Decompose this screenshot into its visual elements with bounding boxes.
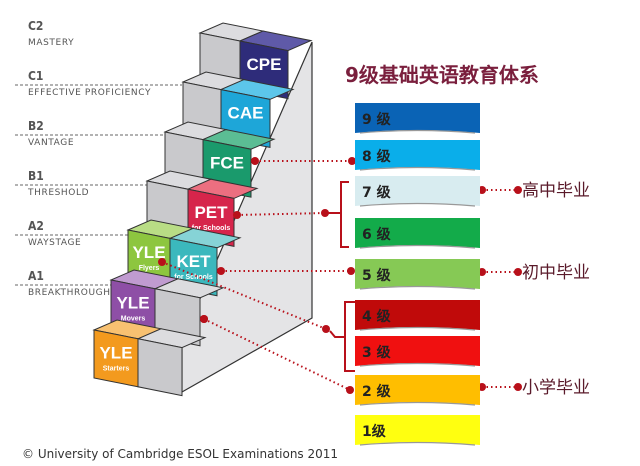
grade-bar-shadow	[359, 285, 476, 290]
step-face	[137, 338, 183, 397]
copyright-text: © University of Cambridge ESOL Examinati…	[22, 447, 338, 461]
grade-bar	[355, 336, 480, 366]
cefr-name: EFFECTIVE PROFICIENCY	[28, 88, 151, 98]
dotted-connector	[236, 212, 326, 216]
milestone-label: 初中毕业	[522, 263, 590, 283]
cefr-name: THRESHOLD	[27, 188, 89, 198]
connector-dot	[348, 157, 356, 165]
connector-dot	[514, 268, 522, 276]
dotted-connector	[203, 318, 351, 391]
exam-label: PET	[194, 203, 228, 222]
grade-bar	[355, 218, 480, 248]
grade-bars: 9 级 8 级 7 级 6 级 5 级 4 级 3 级 2 级 1级	[355, 103, 480, 446]
connector-dot	[251, 157, 259, 165]
grade-bar-shadow	[359, 401, 476, 406]
cefr-code: A1	[28, 269, 44, 283]
connector-dot	[514, 383, 522, 391]
grade-bar	[355, 375, 480, 405]
exam-sublabel: for Schools	[174, 274, 213, 281]
grade-bar-shadow	[359, 441, 476, 446]
grade-bar-shadow	[359, 244, 476, 249]
grade-bar	[355, 140, 480, 170]
grade-bar-shadow	[359, 166, 476, 171]
milestone-label: 小学毕业	[522, 378, 590, 398]
grade-bar-shadow	[359, 326, 476, 331]
connector-dot	[346, 386, 354, 394]
connector-lines	[158, 157, 522, 394]
cefr-name: BREAKTHROUGH	[28, 288, 111, 298]
grade-bar	[355, 300, 480, 330]
exam-sublabel: Movers	[121, 315, 146, 322]
connector-dot	[321, 209, 329, 217]
cefr-name: VANTAGE	[28, 138, 74, 148]
bracket-6-7	[328, 181, 349, 248]
grade-bar-label: 1级	[362, 423, 387, 440]
exam-label: CPE	[247, 55, 282, 74]
grade-bar-shadow	[359, 129, 476, 134]
grade-bar-label: 8 级	[362, 148, 392, 165]
grade-bar-shadow	[359, 202, 476, 207]
grade-bar	[355, 103, 480, 133]
grade-bar-label: 6 级	[362, 226, 392, 243]
connector-dot	[514, 186, 522, 194]
connector-dot	[233, 211, 241, 219]
exam-label: FCE	[210, 153, 244, 172]
exam-label: YLE	[116, 293, 149, 312]
grade-bar-label: 3 级	[362, 344, 392, 361]
cefr-code: B1	[28, 169, 44, 183]
grade-bar-label: 7 级	[362, 184, 392, 201]
milestone-label: 高中毕业	[522, 181, 590, 201]
cefr-name: WAYSTAGE	[28, 238, 81, 248]
cefr-code: A2	[28, 219, 44, 233]
grade-bar-label: 4 级	[362, 308, 392, 325]
connector-dot	[200, 315, 208, 323]
bracket-3-4	[329, 301, 355, 372]
exam-label: YLE	[99, 343, 132, 362]
connector-dot	[322, 325, 330, 333]
cefr-code: B2	[28, 119, 44, 133]
exam-sublabel: for Schools	[192, 225, 231, 232]
grade-bar	[355, 176, 480, 206]
connector-dot	[217, 267, 225, 275]
grade-bar-shadow	[359, 362, 476, 367]
grade-bar	[355, 259, 480, 289]
connector-dot	[158, 258, 166, 266]
grade-bar-label: 5 级	[362, 267, 392, 284]
exam-label: KET	[177, 252, 212, 271]
exam-label: CAE	[228, 104, 264, 123]
cefr-name: MASTERY	[28, 38, 74, 48]
cefr-code: C1	[28, 69, 43, 83]
grade-bar-label: 9 级	[362, 111, 392, 128]
grade-bar-label: 2 级	[362, 383, 392, 400]
connector-dot	[347, 267, 355, 275]
grade-bar	[355, 415, 480, 445]
exam-sublabel: Flyers	[139, 265, 160, 272]
diagram-title: 9级基础英语教育体系	[345, 63, 539, 87]
exam-sublabel: Starters	[103, 365, 130, 372]
cefr-code: C2	[28, 19, 43, 33]
exam-label: YLE	[132, 243, 165, 262]
